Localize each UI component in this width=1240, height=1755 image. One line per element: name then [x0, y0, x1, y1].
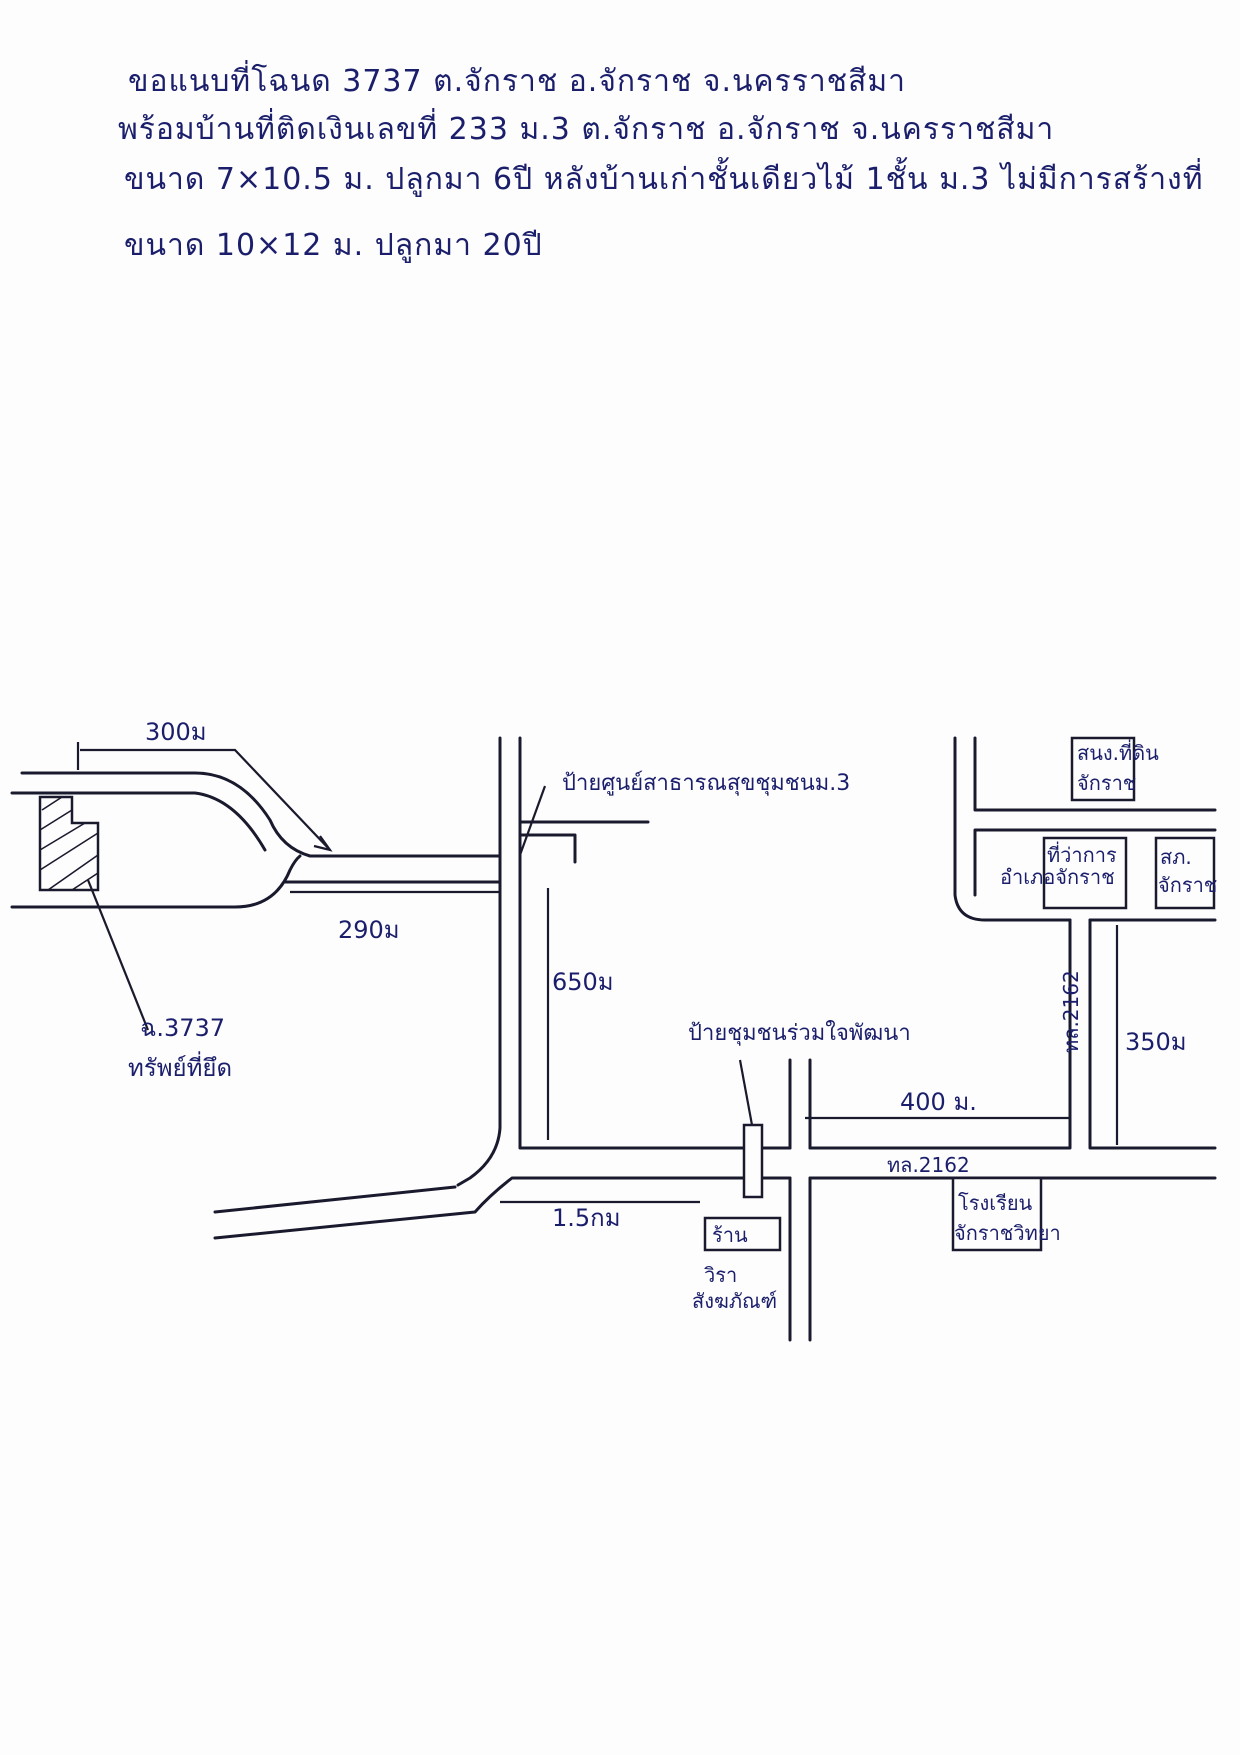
- parcel-description: ทรัพย์ที่ยึด: [128, 1051, 232, 1082]
- main-road-left-edge: [456, 736, 502, 1187]
- dim-1-5km-label: 1.5กม: [552, 1204, 621, 1232]
- note-line-2: พร้อมบ้านที่ติดเงินเลขที่ 233 ม.3 ต.จักร…: [118, 112, 1055, 147]
- parcel-number: ฉ.3737: [140, 1014, 225, 1042]
- cross-road: [788, 1058, 812, 1342]
- west-road-lower: [213, 1176, 792, 1240]
- town-road-outer: [953, 736, 1217, 922]
- road-inner-curve: [10, 791, 267, 852]
- shop-line-3: สังฆภัณฑ์: [692, 1289, 777, 1313]
- parcel-leader: [86, 879, 150, 1031]
- dim-300-arrow: [80, 748, 331, 851]
- hwy-2162-v-label: ทล.2162: [1059, 970, 1083, 1053]
- school-line-2: จักราชวิทยา: [954, 1221, 1061, 1245]
- sign-health-marker: [518, 820, 650, 864]
- note-line-3: ขนาด 7×10.5 ม. ปลูกมา 6ปี หลังบ้านเก่าชั…: [124, 162, 1204, 197]
- dim-290-label: 290ม: [338, 916, 400, 944]
- note-line-4: ขนาด 10×12 ม. ปลูกมา 20ปี: [124, 228, 543, 263]
- hwy-2162-h-label: ทล.2162: [887, 1153, 970, 1177]
- district-office-line-1: ที่ว่าการ: [1047, 841, 1117, 867]
- sign-health-label: ป้ายศูนย์สาธารณสุขชุมชนม.3: [562, 771, 850, 796]
- shop-line-1: ร้าน: [712, 1223, 748, 1247]
- west-road-upper: [213, 1185, 457, 1214]
- dim-300-label: 300ม: [145, 718, 207, 746]
- dim-350-label: 350ม: [1125, 1028, 1187, 1056]
- main-road-right-edge: [518, 736, 792, 1150]
- dim-650-label: 650ม: [552, 968, 614, 996]
- school-box: [951, 1176, 1043, 1252]
- district-office-line-2: อำเภอจักราช: [1000, 865, 1115, 889]
- land-office-box: [1070, 736, 1136, 802]
- sign-community-leader: [738, 1059, 754, 1126]
- land-office-line-1: สนง.ที่ดิน: [1077, 739, 1159, 765]
- police-line-2: จักราช: [1158, 873, 1217, 897]
- dim-400-label: 400 ม.: [900, 1088, 977, 1116]
- dim-300-head: [313, 835, 333, 852]
- sign-community-label: ป้ายชุมชนร่วมใจพัฒนา: [688, 1020, 911, 1046]
- school-line-1: โรงเรียน: [958, 1191, 1033, 1215]
- town-road-inner: [973, 736, 1217, 897]
- shop-line-2: วิรา: [704, 1263, 737, 1287]
- police-box: [1154, 836, 1216, 910]
- land-office-line-2: จักราช: [1077, 771, 1136, 795]
- road-upper-edge: [20, 771, 502, 858]
- parcel-3737: [38, 795, 100, 892]
- district-office-box: [1042, 836, 1128, 910]
- note-line-1: ขอแนบที่โฉนด 3737 ต.จักราช อ.จักราช จ.นค…: [128, 64, 906, 99]
- road-lower-edge: [10, 854, 302, 909]
- shop-box: [703, 1216, 782, 1252]
- police-line-1: สภ.: [1160, 845, 1192, 869]
- hwy-2162-upper: [808, 918, 1217, 1150]
- sign-community-marker: [742, 1123, 764, 1199]
